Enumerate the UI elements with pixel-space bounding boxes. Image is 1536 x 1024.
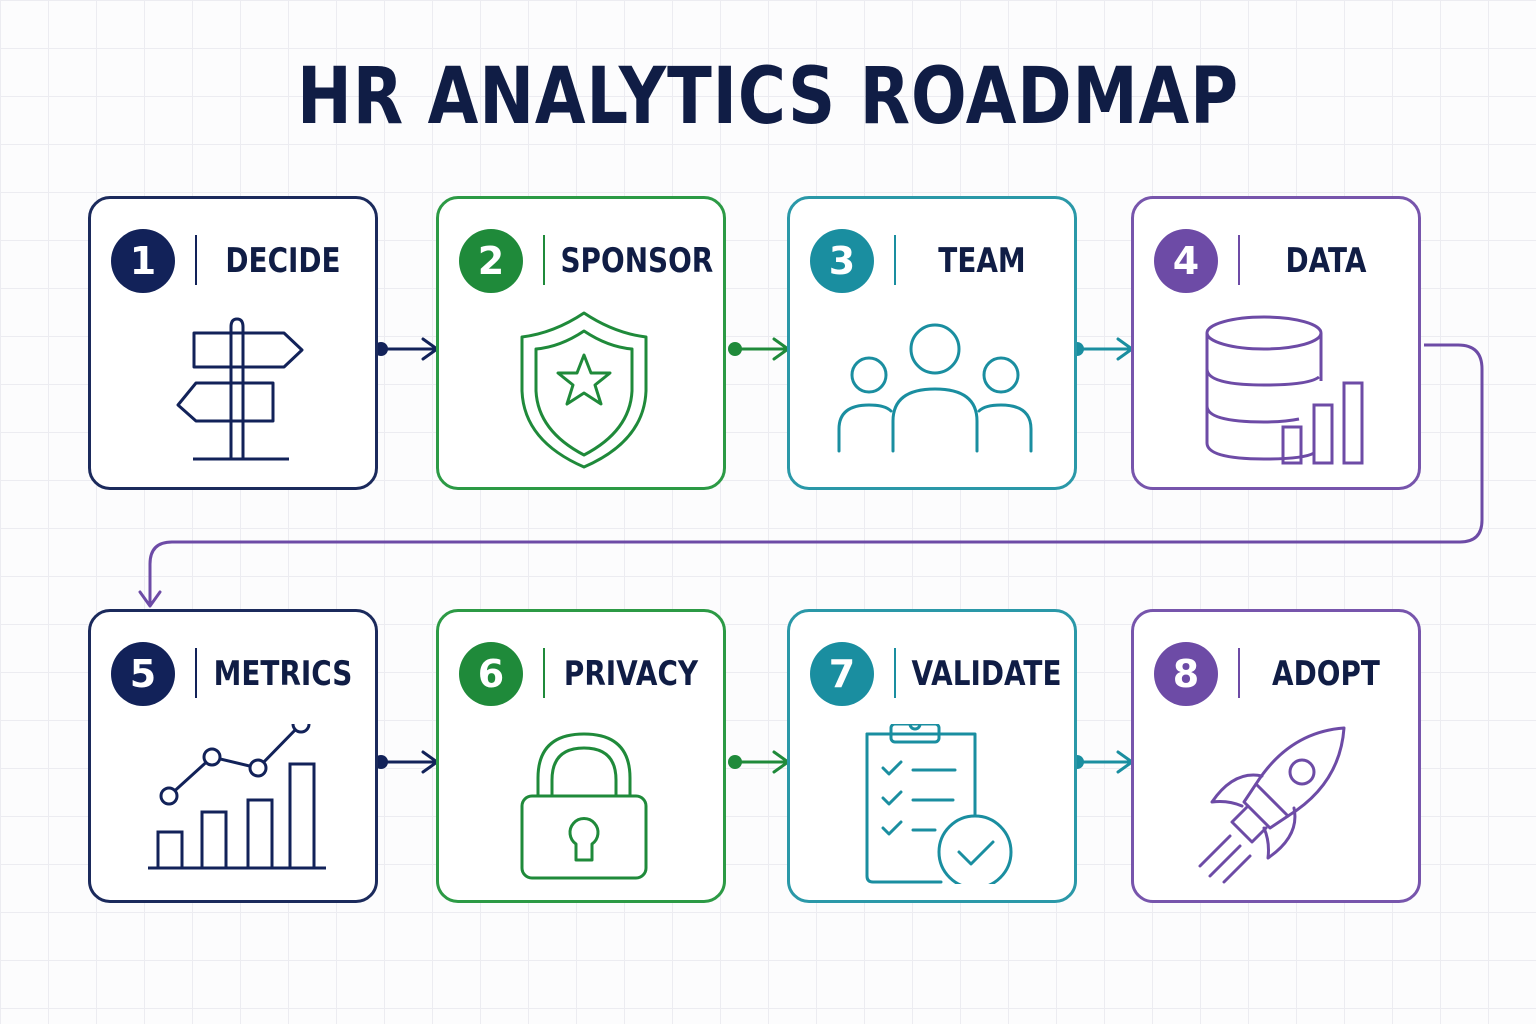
padlock-icon (520, 732, 648, 880)
step-label: ADOPT (1272, 654, 1380, 694)
step-card-adopt: 8 ADOPT (1131, 609, 1421, 903)
step-number-badge: 2 (459, 229, 523, 293)
label-divider (1238, 648, 1240, 698)
step-card-data: 4 DATA (1131, 196, 1421, 490)
label-divider (195, 648, 197, 698)
line-bar-chart-icon (148, 724, 326, 870)
checklist-clipboard-icon (865, 724, 1013, 884)
connector-arrow-5-6 (374, 750, 439, 774)
label-divider (894, 235, 896, 285)
step-number-badge: 8 (1154, 642, 1218, 706)
page-title: HR ANALYTICS ROADMAP (297, 52, 1239, 142)
connector-arrow-6-7 (728, 750, 790, 774)
step-number-badge: 4 (1154, 229, 1218, 293)
step-number-badge: 7 (810, 642, 874, 706)
connector-wrap-4-5 (138, 343, 1484, 608)
step-number-badge: 5 (111, 642, 175, 706)
step-card-metrics: 5 METRICS (88, 609, 378, 903)
connector-arrow-7-8 (1070, 750, 1134, 774)
label-divider (543, 235, 545, 285)
label-divider (894, 648, 896, 698)
connector-arrow-2-3 (728, 337, 790, 361)
people-group-icon (837, 323, 1033, 453)
step-label: TEAM (938, 241, 1026, 281)
label-divider (1238, 235, 1240, 285)
step-number-badge: 1 (111, 229, 175, 293)
step-label: METRICS (213, 654, 353, 694)
database-chart-icon (1205, 315, 1364, 465)
step-label: SPONSOR (560, 241, 714, 281)
step-card-decide: 1 DECIDE (88, 196, 378, 490)
step-number-badge: 3 (810, 229, 874, 293)
rocket-icon (1198, 726, 1346, 884)
connector-arrow-3-4 (1070, 337, 1134, 361)
label-divider (543, 648, 545, 698)
step-card-team: 3 TEAM (787, 196, 1077, 490)
step-label: VALIDATE (911, 654, 1062, 694)
label-divider (195, 235, 197, 285)
step-card-validate: 7 VALIDATE (787, 609, 1077, 903)
step-label: DECIDE (225, 241, 341, 281)
shield-star-icon (520, 311, 648, 469)
step-card-privacy: 6 PRIVACY (436, 609, 726, 903)
step-label: PRIVACY (563, 654, 699, 694)
signpost-icon (176, 317, 304, 461)
step-number-badge: 6 (459, 642, 523, 706)
step-label: DATA (1285, 241, 1367, 281)
step-card-sponsor: 2 SPONSOR (436, 196, 726, 490)
connector-arrow-1-2 (374, 337, 439, 361)
